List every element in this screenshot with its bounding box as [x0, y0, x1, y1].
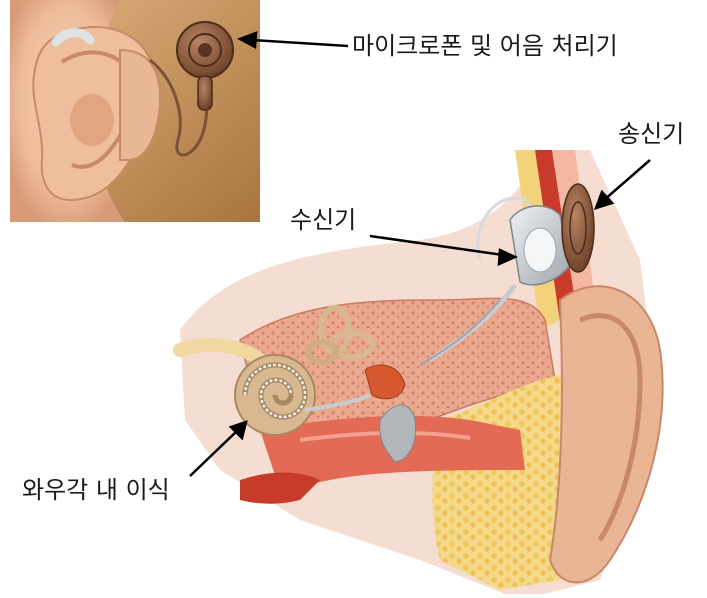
- label-transmitter: 송신기: [618, 120, 684, 148]
- label-cochlear-electrode: 와우각 내 이식: [22, 476, 170, 504]
- arrow-mic-processor: [252, 40, 348, 46]
- transmitter-coil: [562, 184, 594, 272]
- label-receiver: 수신기: [290, 206, 356, 234]
- inset-head: [10, 0, 260, 222]
- label-mic-processor: 마이크로폰 및 어음 처리기: [352, 32, 618, 60]
- arrow-transmitter: [604, 160, 650, 200]
